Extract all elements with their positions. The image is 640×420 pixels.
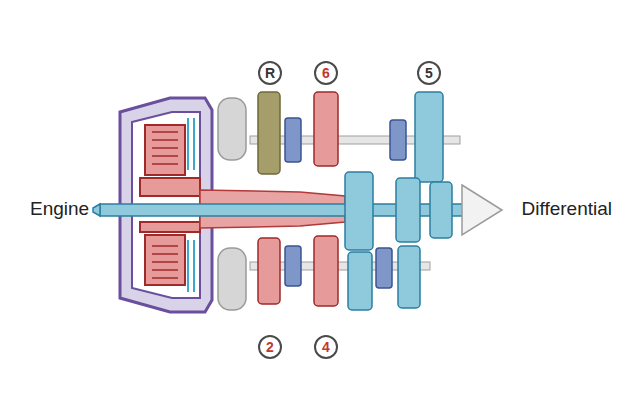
callout-circle: 2	[258, 335, 282, 359]
callout-circle: R	[258, 61, 282, 85]
part-label: Differential	[522, 198, 612, 220]
callout-circle: 6	[314, 61, 338, 85]
callout-number: 5	[425, 66, 433, 80]
callout-number: 2	[266, 340, 274, 354]
callout-number: R	[265, 66, 275, 80]
callout-number: 4	[322, 340, 330, 354]
callout-number: 6	[322, 66, 330, 80]
callout-circle: 5	[417, 61, 441, 85]
part-label: Engine	[30, 198, 89, 220]
callout-circle: 4	[314, 335, 338, 359]
